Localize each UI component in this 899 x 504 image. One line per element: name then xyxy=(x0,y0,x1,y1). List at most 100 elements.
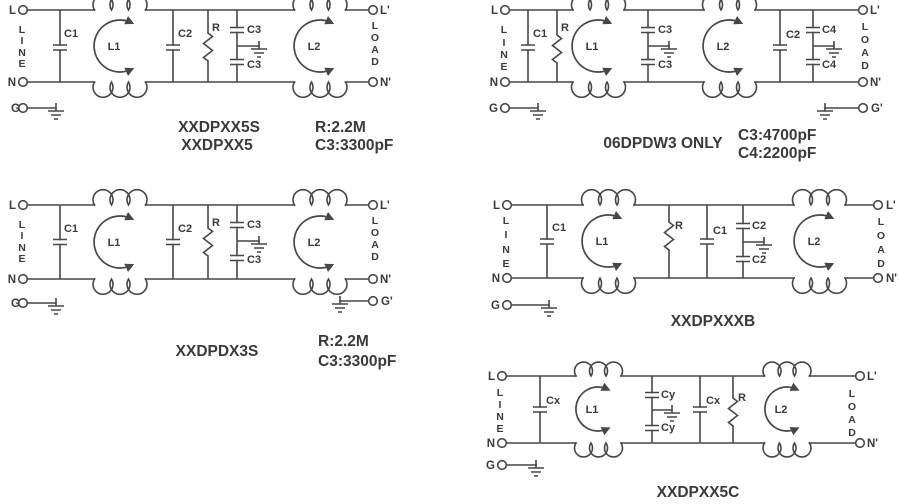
component-label-c2: C2 xyxy=(786,29,800,41)
line-letter: N xyxy=(502,244,510,256)
component-label-c3-top: C3 xyxy=(247,219,261,231)
terminal-label: L' xyxy=(886,200,896,212)
terminal-label: G' xyxy=(871,103,883,115)
choke-winding-icon xyxy=(292,81,348,99)
wires xyxy=(26,188,370,315)
terminal-l xyxy=(499,4,511,16)
resistor-icon xyxy=(202,32,214,62)
caption-line: 06DPDW3 ONLY xyxy=(603,135,723,152)
caption-line: XXDPXXXB xyxy=(671,313,755,330)
terminal-n xyxy=(496,437,508,449)
capacitor-icon xyxy=(520,44,536,51)
choke-winding-icon xyxy=(762,442,812,458)
terminal-l-prime xyxy=(367,199,379,211)
terminal-label: N' xyxy=(380,77,391,89)
terminal-l xyxy=(496,370,508,382)
terminal-label: N' xyxy=(380,274,391,286)
choke-flux-arrow-icon xyxy=(293,16,335,76)
component-label-l2: L2 xyxy=(808,236,821,248)
wires xyxy=(508,0,860,120)
load-letter: A xyxy=(848,414,856,426)
load-letter: L xyxy=(878,216,885,228)
load-letter: D xyxy=(371,56,379,68)
line-letter: I xyxy=(21,230,24,242)
component-label-c1-mid: C1 xyxy=(713,225,727,237)
capacitor-icon xyxy=(805,58,821,66)
terminal-g xyxy=(17,297,29,309)
ground-icon xyxy=(540,299,558,317)
line-letter: N xyxy=(18,242,26,254)
load-letter: O xyxy=(877,230,885,242)
terminal-label: N' xyxy=(867,438,878,450)
line-letter: L xyxy=(503,215,510,227)
choke-winding-icon xyxy=(701,0,758,11)
component-label-cx-mid: Cx xyxy=(706,395,721,407)
capacitor-icon xyxy=(165,44,181,51)
component-label-c4-top: C4 xyxy=(822,24,837,36)
load-letter: D xyxy=(371,251,379,263)
terminal-l xyxy=(501,199,513,211)
ground-icon xyxy=(816,102,834,120)
ground-icon xyxy=(755,236,773,254)
terminal-l-prime xyxy=(367,4,379,16)
terminal-label: N xyxy=(492,273,500,285)
component-label-c1-left: C1 xyxy=(552,222,566,234)
resistor-icon xyxy=(551,34,563,64)
choke-winding-icon xyxy=(580,188,637,206)
value-line: C3:3300pF xyxy=(318,353,396,370)
terminal-g xyxy=(499,102,511,114)
capacitor-icon xyxy=(532,406,548,413)
component-label-r: R xyxy=(738,392,746,404)
choke-winding-icon xyxy=(570,81,627,99)
load-letter: O xyxy=(848,401,856,413)
load-letter: O xyxy=(371,227,379,239)
component-label-l2: L2 xyxy=(308,237,321,249)
value-line: R:2.2M xyxy=(315,119,366,136)
capacitor-icon xyxy=(229,26,245,34)
ground-icon xyxy=(331,295,349,313)
terminal-n xyxy=(17,76,29,88)
line-letter: I xyxy=(503,37,506,49)
line-letter: L xyxy=(497,387,504,399)
terminal-g xyxy=(496,459,508,471)
load-letter: D xyxy=(861,60,869,72)
ground-icon xyxy=(527,459,545,477)
circuit-mid-right: L L I N E N G L' L O A D N' C1 L1 R C1 C… xyxy=(491,188,897,330)
caption-line: XXDPXX5 xyxy=(181,137,253,154)
choke-winding-icon xyxy=(92,278,148,296)
line-letter: E xyxy=(500,61,507,73)
ground-icon xyxy=(250,235,268,253)
terminal-label: N' xyxy=(886,273,897,285)
capacitor-icon xyxy=(805,26,821,34)
component-label-l1: L1 xyxy=(586,404,599,416)
terminal-n-prime xyxy=(367,76,379,88)
component-label-l2: L2 xyxy=(308,41,321,53)
component-label-l1: L1 xyxy=(596,236,609,248)
choke-flux-arrow-icon xyxy=(93,16,135,76)
capacitor-icon xyxy=(735,222,751,230)
ground-icon xyxy=(47,102,65,120)
component-label-l2: L2 xyxy=(775,404,788,416)
value-line: R:2.2M xyxy=(318,333,369,350)
line-letter: L xyxy=(501,24,508,36)
capacitor-icon xyxy=(52,44,68,51)
line-letter: E xyxy=(496,423,503,435)
capacitor-icon xyxy=(640,26,656,34)
terminal-label: L xyxy=(9,5,16,17)
terminal-label: N xyxy=(490,77,498,89)
capacitor-icon xyxy=(640,58,656,66)
terminal-label: G xyxy=(486,460,495,472)
choke-winding-icon xyxy=(701,81,758,99)
terminal-l-prime xyxy=(854,370,866,382)
circuit-bottom-right: L L I N E N G L' L O A D N' Cx L1 Cy Cy … xyxy=(486,361,878,501)
choke-flux-arrow-icon xyxy=(571,16,613,76)
ground-icon xyxy=(529,102,547,120)
wires xyxy=(26,0,370,120)
component-label-c2: C2 xyxy=(178,28,192,40)
line-letter: L xyxy=(19,24,26,36)
line-letter: N xyxy=(18,47,26,59)
capacitor-icon xyxy=(772,44,788,51)
terminal-label: G xyxy=(11,298,20,310)
resistor-icon xyxy=(202,227,214,257)
terminal-label: N xyxy=(8,77,16,89)
